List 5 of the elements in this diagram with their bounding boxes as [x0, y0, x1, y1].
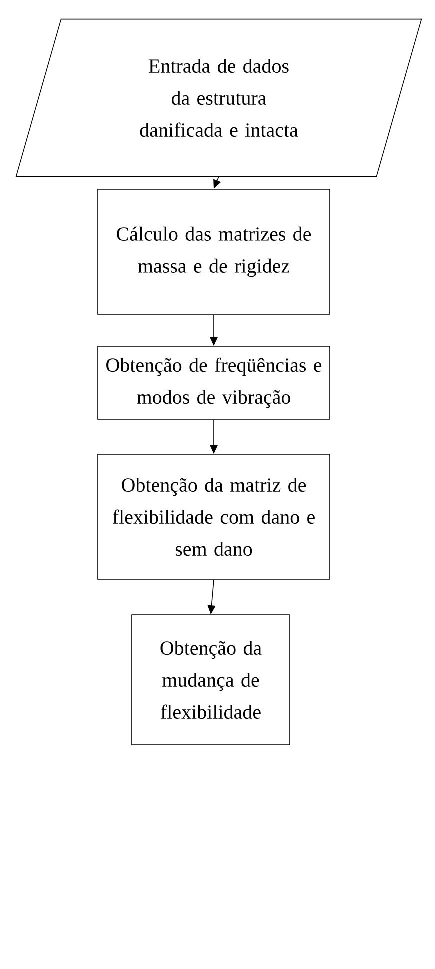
process-box: Obtenção da matriz de flexibilidade com dano e sem dano — [98, 454, 330, 580]
process-box: Obtenção de freqüências e modos de vibração — [98, 346, 330, 420]
process-box: Obtenção da mudança de flexibilidade — [132, 614, 290, 746]
input-parallelogram: Entrada de dados da estrutura danificada e intacta — [16, 18, 422, 178]
process-box: Cálculo das matrizes de massa e de rigidez — [98, 189, 330, 315]
